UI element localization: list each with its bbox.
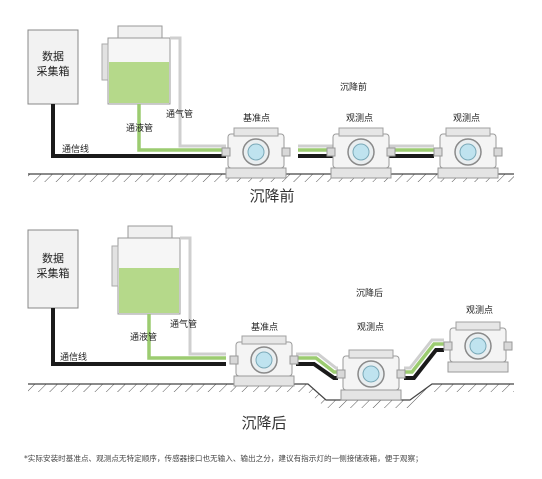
observe-point-label-2: 观测点 <box>453 113 480 124</box>
reference-point-label-after: 基准点 <box>251 321 278 333</box>
liquid-pipe-after <box>147 314 226 360</box>
sensor-reference-after <box>229 335 299 387</box>
reservoir-cap <box>117 25 163 39</box>
sensor-observe-1-after <box>336 349 406 401</box>
sensor-observe-2-after <box>443 321 513 373</box>
air-pipe-after <box>180 236 226 356</box>
air-pipe-after-2 <box>296 352 338 370</box>
reservoir-level-gauge <box>101 43 109 81</box>
after-settlement-panel: 数据 采集箱 通信线 通液管 通气管 沉降后 基准点 观测点 观测点 沉降后 <box>27 225 514 432</box>
observe-point-label-1: 观测点 <box>346 113 373 124</box>
caption-before: 沉降前 <box>249 187 294 205</box>
state-label-after: 沉降后 <box>356 287 383 299</box>
observe-point-label-1-after: 观测点 <box>357 322 384 333</box>
signal-line-label: 通信线 <box>62 143 89 155</box>
communication-cable-after-3 <box>404 348 444 380</box>
air-pipe <box>170 36 226 148</box>
box-label-line1: 数据 <box>42 49 64 63</box>
caption-after: 沉降后 <box>241 414 286 432</box>
air-pipe-label: 通气管 <box>166 108 193 120</box>
box-label-line2: 采集箱 <box>37 64 70 78</box>
liquid-pipe <box>137 104 226 152</box>
state-label: 沉降前 <box>340 81 367 93</box>
liquid-pipe-after-2 <box>296 356 338 374</box>
communication-cable <box>51 104 226 158</box>
sensor-observe-2 <box>433 127 503 179</box>
box-label-line1-after: 数据 <box>42 251 64 265</box>
reference-point-label: 基准点 <box>243 112 270 124</box>
reservoir-cap-after <box>127 225 173 239</box>
footnote: *实际安装时基准点、观测点无特定顺序，传感器接口也无输入、输出之分，建议有指示灯… <box>24 453 423 463</box>
before-settlement-panel: 数据 采集箱 通信线 通液管 通气管 沉降前 基准点 观测点 观测点 沉降前 <box>27 25 514 205</box>
reservoir-level-gauge-after <box>111 245 119 287</box>
observe-point-label-2-after: 观测点 <box>466 305 493 316</box>
communication-cable-after <box>51 308 226 366</box>
liquid-pipe-after-3 <box>404 342 444 374</box>
signal-line-label-after: 通信线 <box>60 351 87 363</box>
reservoir-liquid <box>109 62 169 103</box>
communication-cable-after-2 <box>296 362 338 380</box>
liquid-pipe-label-after: 通液管 <box>130 331 157 343</box>
liquid-pipe-label: 通液管 <box>126 122 153 134</box>
air-pipe-after-3 <box>404 338 444 370</box>
sensor-observe-1 <box>326 127 396 179</box>
box-label-line2-after: 采集箱 <box>37 266 70 280</box>
ground-hatch-after <box>28 384 514 408</box>
air-pipe-label-after: 通气管 <box>170 318 197 330</box>
reservoir-liquid-after <box>119 268 179 313</box>
sensor-reference <box>221 127 291 179</box>
